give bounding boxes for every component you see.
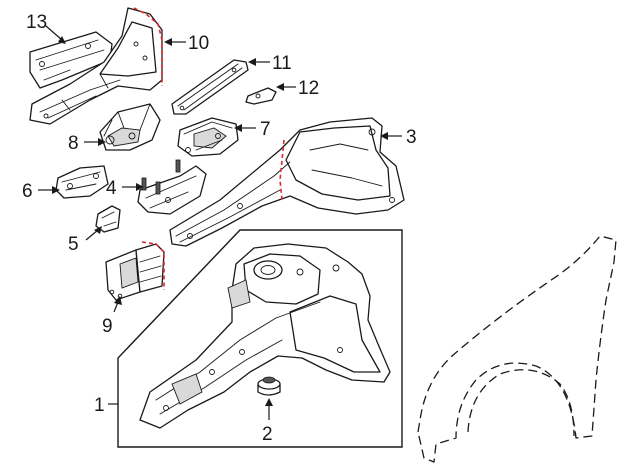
part-9-extension [105,241,165,301]
callout-8-label: 8 [68,133,79,154]
callout-7: 7 [234,119,271,140]
part-4-bracket [137,159,207,215]
part-6-bracket [55,165,109,199]
callout-2-label: 2 [262,424,273,445]
callout-11-label: 11 [272,53,292,74]
callout-12: 12 [276,78,319,99]
callout-1-label: 1 [94,395,105,416]
callout-7-label: 7 [260,119,271,140]
callout-3-label: 3 [406,127,417,148]
part-7-bracket [177,117,239,157]
callout-6: 6 [22,181,60,202]
part-5-clip [95,205,121,233]
fender-outline [417,235,617,463]
callout-5: 5 [68,226,102,255]
part-3-apron-rail [169,117,405,247]
part-1-wheelhouse [139,243,391,429]
callout-9: 9 [102,296,122,337]
callout-11: 11 [248,53,292,74]
callout-3: 3 [380,127,417,148]
cut-line-10 [133,7,163,86]
cut-line-3 [279,139,285,201]
cut-line-9 [141,241,165,290]
part-13-bracket [29,31,113,89]
callout-8: 8 [68,133,106,154]
callout-6-label: 6 [22,181,33,202]
callout-4: 4 [106,178,144,199]
part-12-plate [245,87,277,105]
callout-13-label: 13 [26,12,47,33]
part-8-bracket [99,103,161,151]
callout-10-label: 10 [188,33,209,54]
assembly-bracket-frame [117,229,403,448]
callout-12-label: 12 [298,78,319,99]
callout-2: 2 [262,398,273,445]
part-11-reinforcement [171,59,249,115]
part-10-upper-rail [29,7,163,125]
part-2-mount [257,376,281,396]
callout-5-label: 5 [68,234,79,255]
callout-4-label: 4 [106,178,117,199]
callout-9-label: 9 [102,316,113,337]
callout-10: 10 [164,33,209,54]
callout-1: 1 [94,395,118,416]
callout-13: 13 [26,12,66,44]
